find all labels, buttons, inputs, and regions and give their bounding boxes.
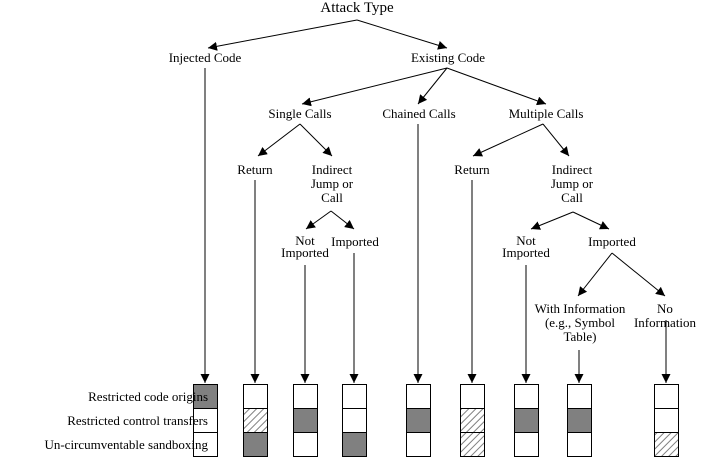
cell-control-transfers-hatched xyxy=(243,408,268,433)
node-multiple-not-imported-line2: Imported xyxy=(502,245,550,260)
node-with-information-line1: With Information xyxy=(534,301,626,316)
node-multiple-calls: Multiple Calls xyxy=(508,106,584,121)
requirement-column-3 xyxy=(293,384,318,457)
node-single-return: Return xyxy=(237,162,273,177)
edge-existing-single xyxy=(301,67,448,107)
cell-code-origins-empty xyxy=(567,384,592,409)
node-multiple-indirect-line2: Jump or xyxy=(550,176,594,191)
cell-code-origins-empty xyxy=(293,384,318,409)
edge-single-return xyxy=(257,123,301,157)
cell-code-origins-empty xyxy=(243,384,268,409)
node-multiple-indirect-line3: Call xyxy=(561,190,583,205)
node-single-indirect: Indirect Jump or Call xyxy=(311,163,353,205)
node-with-information-line3: Table) xyxy=(563,329,597,344)
edge-m-imp-withinfo xyxy=(577,252,613,297)
requirement-column-4 xyxy=(342,384,367,457)
requirement-column-2 xyxy=(243,384,268,457)
node-with-information: With Information (e.g., Symbol Table) xyxy=(535,302,626,344)
cell-control-transfers-solid xyxy=(293,408,318,433)
node-existing-code: Existing Code xyxy=(410,50,486,65)
cell-control-transfers-empty xyxy=(193,408,218,433)
edge-s-indirect-imp xyxy=(330,210,355,230)
cell-code-origins-empty xyxy=(406,384,431,409)
cell-sandboxing-hatched xyxy=(460,432,485,457)
edge-existing-multiple xyxy=(446,67,547,106)
node-multiple-not-imported-line1: Not xyxy=(516,233,536,248)
row-label-sandboxing: Un-circumventable sandboxing xyxy=(44,437,208,452)
cell-sandboxing-empty xyxy=(293,432,318,457)
cell-sandboxing-empty xyxy=(567,432,592,457)
node-chained-calls: Chained Calls xyxy=(382,106,456,121)
node-single-indirect-line1: Indirect xyxy=(311,162,353,177)
requirement-column-5 xyxy=(406,384,431,457)
cell-code-origins-empty xyxy=(654,384,679,409)
edge-m-imp-noinfo xyxy=(611,252,666,297)
cell-code-origins-solid xyxy=(193,384,218,409)
node-attack-type: Attack Type xyxy=(320,0,394,16)
node-no-information-line2: Information xyxy=(633,315,697,330)
node-multiple-imported: Imported xyxy=(588,234,636,249)
cell-code-origins-empty xyxy=(460,384,485,409)
node-no-information: No Information xyxy=(634,302,696,330)
cell-sandboxing-solid xyxy=(342,432,367,457)
node-multiple-not-imported: Not Imported xyxy=(502,233,550,260)
node-multiple-indirect: Indirect Jump or Call xyxy=(551,163,593,205)
cell-sandboxing-empty xyxy=(406,432,431,457)
node-single-indirect-line3: Call xyxy=(321,190,343,205)
node-single-calls: Single Calls xyxy=(268,106,332,121)
node-with-information-line2: (e.g., Symbol xyxy=(544,315,616,330)
cell-sandboxing-empty xyxy=(514,432,539,457)
cell-sandboxing-empty xyxy=(193,432,218,457)
edge-single-indirect xyxy=(299,123,333,157)
node-single-imported: Imported xyxy=(331,234,379,249)
requirement-column-1 xyxy=(193,384,218,457)
row-label-code-origins: Restricted code origins xyxy=(88,389,208,404)
cell-sandboxing-solid xyxy=(243,432,268,457)
cell-control-transfers-empty xyxy=(342,408,367,433)
node-single-not-imported-line1: Not xyxy=(295,233,315,248)
row-label-control-transfers: Restricted control transfers xyxy=(67,413,208,428)
requirement-column-6 xyxy=(460,384,485,457)
cell-sandboxing-hatched xyxy=(654,432,679,457)
requirement-column-9 xyxy=(654,384,679,457)
node-single-indirect-line2: Jump or xyxy=(310,176,354,191)
cell-control-transfers-empty xyxy=(654,408,679,433)
node-single-not-imported-line2: Imported xyxy=(281,245,329,260)
requirement-column-7 xyxy=(514,384,539,457)
edge-multiple-indirect xyxy=(542,123,570,157)
node-multiple-return: Return xyxy=(454,162,490,177)
edge-root-existing xyxy=(356,19,448,50)
edge-s-indirect-notimp xyxy=(305,210,332,230)
edge-root-injected xyxy=(207,19,358,51)
node-single-not-imported: Not Imported xyxy=(281,233,329,260)
cell-control-transfers-hatched xyxy=(460,408,485,433)
edge-multiple-return xyxy=(472,123,544,157)
cell-code-origins-empty xyxy=(514,384,539,409)
cell-code-origins-empty xyxy=(342,384,367,409)
node-no-information-line1: No xyxy=(657,301,673,316)
edge-m-indirect-imp xyxy=(572,211,610,230)
requirement-column-8 xyxy=(567,384,592,457)
edge-existing-chained xyxy=(417,67,448,105)
edge-m-indirect-notimp xyxy=(530,211,574,230)
cell-control-transfers-solid xyxy=(514,408,539,433)
cell-control-transfers-solid xyxy=(406,408,431,433)
cell-control-transfers-solid xyxy=(567,408,592,433)
node-injected-code: Injected Code xyxy=(168,50,242,65)
node-multiple-indirect-line1: Indirect xyxy=(551,162,593,177)
